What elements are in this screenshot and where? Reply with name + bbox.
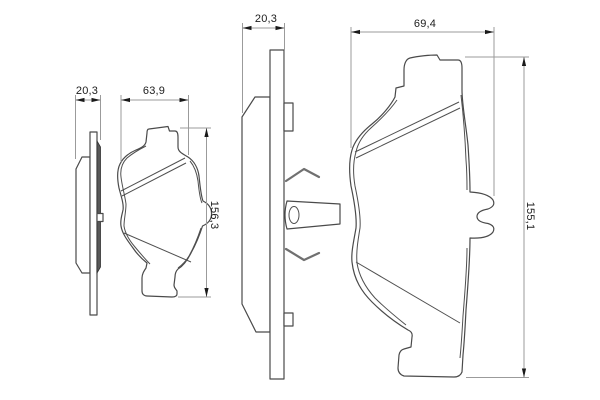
front-pad-face-top-edge-2 [355,107,461,159]
front-pad-face-top-edge-2 [121,162,187,197]
side-backing-plate [89,131,98,316]
side-bottom-lug [283,312,294,327]
front-pad-inner-contour-left [353,99,407,326]
side-damper-pin [284,200,341,230]
front-pad-face-bottom-edge [123,232,192,263]
dim-left-front-width [120,95,189,162]
dim-left-front-height [178,127,211,298]
side-shim-strip [96,139,101,275]
right-pad-side-view [241,49,341,380]
dim-label-left-front-width: 63,9 [142,85,166,97]
side-top-lug [283,102,294,132]
right-pad-front-view [349,54,495,378]
front-pad-inner-contour-right [177,160,203,269]
front-pad-inner-contour-left [120,145,151,265]
side-damper-pin-tip [288,206,300,224]
dim-right-front-width [350,27,495,196]
dim-right-side-width [242,23,285,113]
front-pad-outline [117,125,213,298]
side-lug-tab [96,212,104,223]
front-pad-face-top-edge [120,157,186,192]
dim-left-side-width [75,95,101,159]
front-pad-face-bottom-edge [355,261,461,324]
front-pad-outline [349,54,495,378]
dim-label-left-front-height: 156,3 [208,200,220,230]
side-spring-upper [284,167,321,183]
dim-label-left-side-width: 20,3 [75,85,99,97]
left-pad-front-view [117,125,213,298]
dim-label-right-front-width: 69,4 [413,18,437,30]
left-pad-side-view [75,131,104,316]
side-friction-material [241,96,271,333]
dim-label-right-side-width: 20,3 [254,13,278,25]
dim-right-front-height [465,56,529,378]
front-pad-face-top-edge [354,101,460,153]
side-friction-material [75,156,91,274]
side-spring-lower [284,247,321,262]
front-pad-inner-contour-right [459,94,468,359]
dim-label-right-front-height: 155,1 [524,201,536,231]
side-backing-plate [269,49,285,380]
